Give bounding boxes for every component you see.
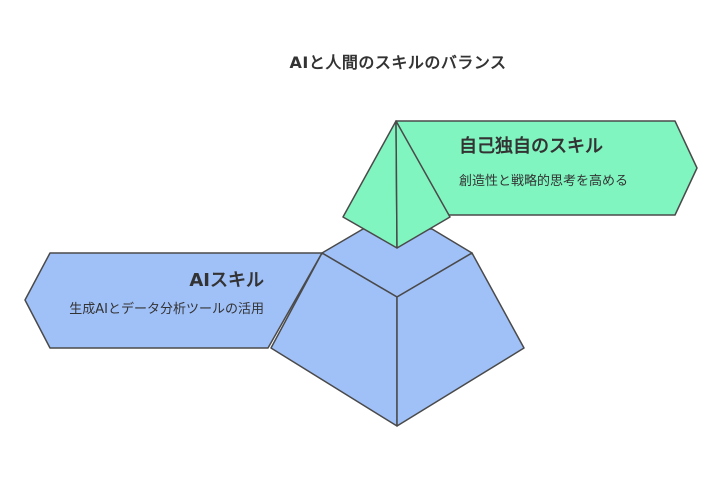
ai-skill-heading: AIスキル (189, 266, 264, 292)
pyramid-tip-left-face (343, 121, 397, 248)
self-skill-description: 創造性と戦略的思考を高める (459, 171, 679, 192)
ai-skill-description: 生成AIとデータ分析ツールの活用 (34, 299, 264, 320)
self-skill-heading: 自己独自のスキル (459, 132, 603, 158)
diagram-title: AIと人間のスキルのバランス (0, 49, 723, 73)
